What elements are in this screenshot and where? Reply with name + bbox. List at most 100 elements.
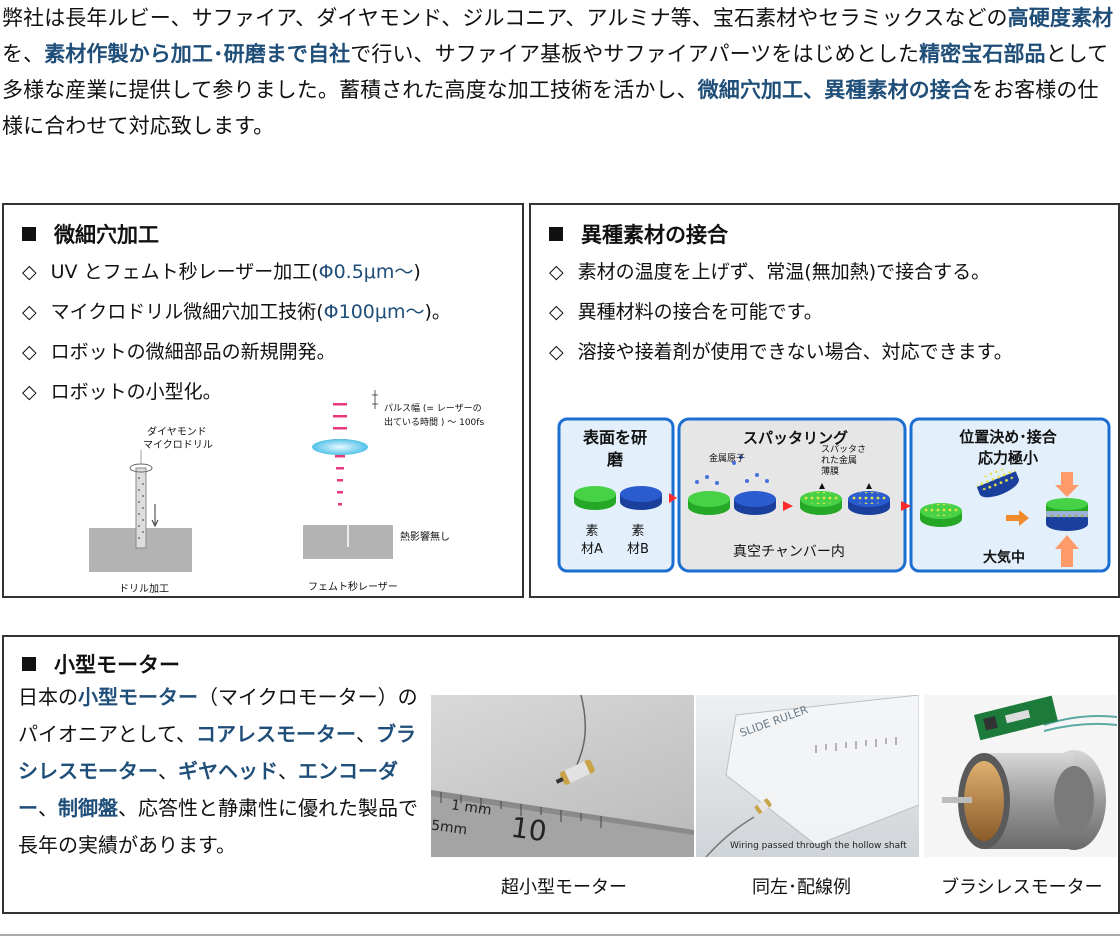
list-item: ◇ ロボットの微細部品の新規開発。 xyxy=(22,332,451,372)
micro-motor-caption: 超小型モーター xyxy=(501,877,627,898)
motor-title-text: 小型モーター xyxy=(54,653,180,677)
motor-highlight: コアレスモーター xyxy=(196,722,356,746)
list-item: ◇ 異種材料の接合を可能です。 xyxy=(549,292,1013,332)
laser-figure: パルス幅 (= レーザーの 出ている時間 ) 〜 100fs 熱影響無し フェム… xyxy=(300,390,500,598)
bonding-title-text: 異種素材の接合 xyxy=(581,223,728,247)
micro-hole-title: 微細穴加工 xyxy=(22,219,159,249)
list-item: ◇ 溶接や接着剤が使用できない場合、対応できます。 xyxy=(549,332,1013,372)
wiring-example-photo: SLIDE RULER Wiring passed through the ho… xyxy=(696,695,919,857)
motor-highlight: 小型モーター xyxy=(78,685,198,709)
drill-label-1: ダイヤモンド xyxy=(147,427,207,438)
material-b-label: 素 材B xyxy=(627,523,649,559)
film-line: 薄膜 xyxy=(821,467,840,477)
list-item: ◇ 素材の温度を上げず、常温(無加熱)で接合する。 xyxy=(549,252,1013,292)
drill-caption: ドリル加工 xyxy=(119,584,169,595)
motor-highlight: エンコーダー xyxy=(18,759,398,820)
list-item: ◇ ロボットの小型化。 xyxy=(22,372,451,412)
wiring-example-caption: 同左･配線例 xyxy=(752,877,851,898)
intro-highlight: 素材作製から加工･研磨まで自社 xyxy=(44,42,351,66)
diamond-bullet-icon: ◇ xyxy=(22,341,37,363)
item-text: ロボットの小型化。 xyxy=(50,381,222,403)
drill-figure: ダイヤモンド マイクロドリル ドリル加工 xyxy=(89,420,279,598)
wiring-example-image xyxy=(705,695,919,857)
intro-text: で行い、サファイア基板やサファイアパーツをはじめとした xyxy=(350,42,920,66)
micro-hole-title-text: 微細穴加工 xyxy=(54,223,159,247)
item-text: ロボットの微細部品の新規開発。 xyxy=(50,341,336,363)
brushless-motor-photo xyxy=(924,695,1117,857)
motor-highlight: 制御盤 xyxy=(58,796,118,820)
intro-highlight: 精密宝石部品 xyxy=(919,42,1046,66)
item-highlight: Φ0.5μm〜 xyxy=(318,261,414,283)
film-line: スパッタさ xyxy=(821,445,867,455)
micro-motor-photo: 1 mm 5mm 10 xyxy=(431,695,694,857)
micro-hole-box: 微細穴加工 ◇UV とフェムト秒レーザー加工(Φ0.5μm〜) ◇マイクロドリル… xyxy=(2,203,524,598)
laser-diagram xyxy=(303,390,393,559)
step3-title: 位置決め･接合 応力極小 xyxy=(933,427,1083,469)
step1-title-line: 表面を研 xyxy=(582,428,647,447)
material-a-line: 材A xyxy=(581,542,603,557)
step1-title: 表面を研 磨 xyxy=(575,427,655,471)
micro-motor-image xyxy=(431,695,694,857)
item-highlight: Φ100μm〜 xyxy=(323,301,425,323)
item-tail: )。 xyxy=(424,301,451,323)
brushless-motor-caption: ブラシレスモーター xyxy=(941,877,1103,898)
laser-caption: フェムト秒レーザー xyxy=(308,582,398,593)
motor-text: 、応答性と静粛性に優れた製品で長年の実績があります。 xyxy=(18,796,418,857)
item-text: 溶接や接着剤が使用できない場合、対応できます。 xyxy=(577,341,1013,363)
intro-text: として多様な産業に提供して参りました。蓄積された高度な加工技術を活かし、 xyxy=(2,42,1109,102)
brushless-motor-image xyxy=(942,695,1117,850)
item-text: 素材の温度を上げず、常温(無加熱)で接合する。 xyxy=(577,261,991,283)
drill-label-2: マイクロドリル xyxy=(143,440,213,451)
bonding-title: 異種素材の接合 xyxy=(549,219,728,249)
motor-highlight: ブラシレスモーター xyxy=(18,722,416,783)
square-bullet-icon xyxy=(549,227,563,241)
intro-text: を、 xyxy=(2,42,45,66)
material-a-label: 素 材A xyxy=(581,523,603,559)
motor-description: 日本の小型モーター（マイクロモーター）のパイオニアとして、コアレスモーター、ブラ… xyxy=(18,679,418,864)
intro-text: 弊社は長年ルビー、サファイア、ダイヤモンド、ジルコニア、アルミナ等、宝石素材やセ… xyxy=(2,6,1008,30)
motor-title: 小型モーター xyxy=(22,649,180,679)
diamond-bullet-icon: ◇ xyxy=(549,341,564,363)
item-text: UV とフェムト秒レーザー加工( xyxy=(50,261,319,283)
pulse-label-1: パルス幅 (= レーザーの xyxy=(384,404,482,414)
bonding-box: 異種素材の接合 ◇ 素材の温度を上げず、常温(無加熱)で接合する。 ◇ 異種材料の接… xyxy=(529,203,1120,598)
list-item: ◇マイクロドリル微細穴加工技術(Φ100μm〜)。 xyxy=(22,292,451,332)
item-text: マイクロドリル微細穴加工技術( xyxy=(50,301,324,323)
square-bullet-icon xyxy=(22,227,36,241)
diamond-bullet-icon: ◇ xyxy=(549,261,564,283)
motor-text: 、 xyxy=(278,759,298,783)
atoms-label: 金属原子 xyxy=(709,454,746,464)
motor-text: 日本の xyxy=(18,685,78,709)
diamond-bullet-icon: ◇ xyxy=(22,381,37,403)
intro-text: をお客様の仕様に合わせて対応致します。 xyxy=(2,78,1099,138)
intro-highlight: 微細穴加工、異種素材の接合 xyxy=(697,78,972,102)
film-line: れた金属 xyxy=(821,456,858,466)
motor-highlight: ギヤヘッド xyxy=(178,759,278,783)
material-b-line: 材B xyxy=(627,542,649,557)
step3-title-line: 応力極小 xyxy=(977,449,1038,467)
wiring-overlay-text: Wiring passed through the hollow shaft xyxy=(730,841,907,851)
ruler-label-10: 10 xyxy=(508,810,549,849)
motor-text: 、 xyxy=(158,759,178,783)
motor-text: 、 xyxy=(356,722,376,746)
heat-label: 熱影響無し xyxy=(400,532,450,543)
material-b-line: 素 xyxy=(631,524,645,539)
intro-paragraph: 弊社は長年ルビー、サファイア、ダイヤモンド、ジルコニア、アルミナ等、宝石素材やセ… xyxy=(2,0,1118,144)
material-a-line: 素 xyxy=(585,524,599,539)
film-label: スパッタさ れた金属 薄膜 xyxy=(821,445,866,478)
step1-title-line: 磨 xyxy=(606,450,623,469)
motor-box: 小型モーター 日本の小型モーター（マイクロモーター）のパイオニアとして、コアレス… xyxy=(2,635,1120,914)
item-text: 異種材料の接合を可能です。 xyxy=(577,301,823,323)
pulse-label-2: 出ている時間 ) 〜 100fs xyxy=(384,418,485,428)
vacuum-chamber-label: 真空チャンバー内 xyxy=(733,544,845,560)
intro-highlight: 高硬度素材 xyxy=(1007,6,1114,30)
square-bullet-icon xyxy=(22,657,36,671)
sputtering-title: スパッタリング xyxy=(743,429,849,447)
motor-text: 、 xyxy=(38,796,58,820)
bonding-list: ◇素材の温度を上げず、常温(無加熱)で接合する。 ◇異種材料の接合を可能です。 … xyxy=(549,252,1013,372)
bottom-divider xyxy=(0,934,1120,936)
diamond-bullet-icon: ◇ xyxy=(549,301,564,323)
bonding-flow-diagram xyxy=(557,417,1111,573)
item-tail: ) xyxy=(413,261,421,283)
micro-hole-list: ◇UV とフェムト秒レーザー加工(Φ0.5μm〜) ◇マイクロドリル微細穴加工技… xyxy=(22,252,451,412)
